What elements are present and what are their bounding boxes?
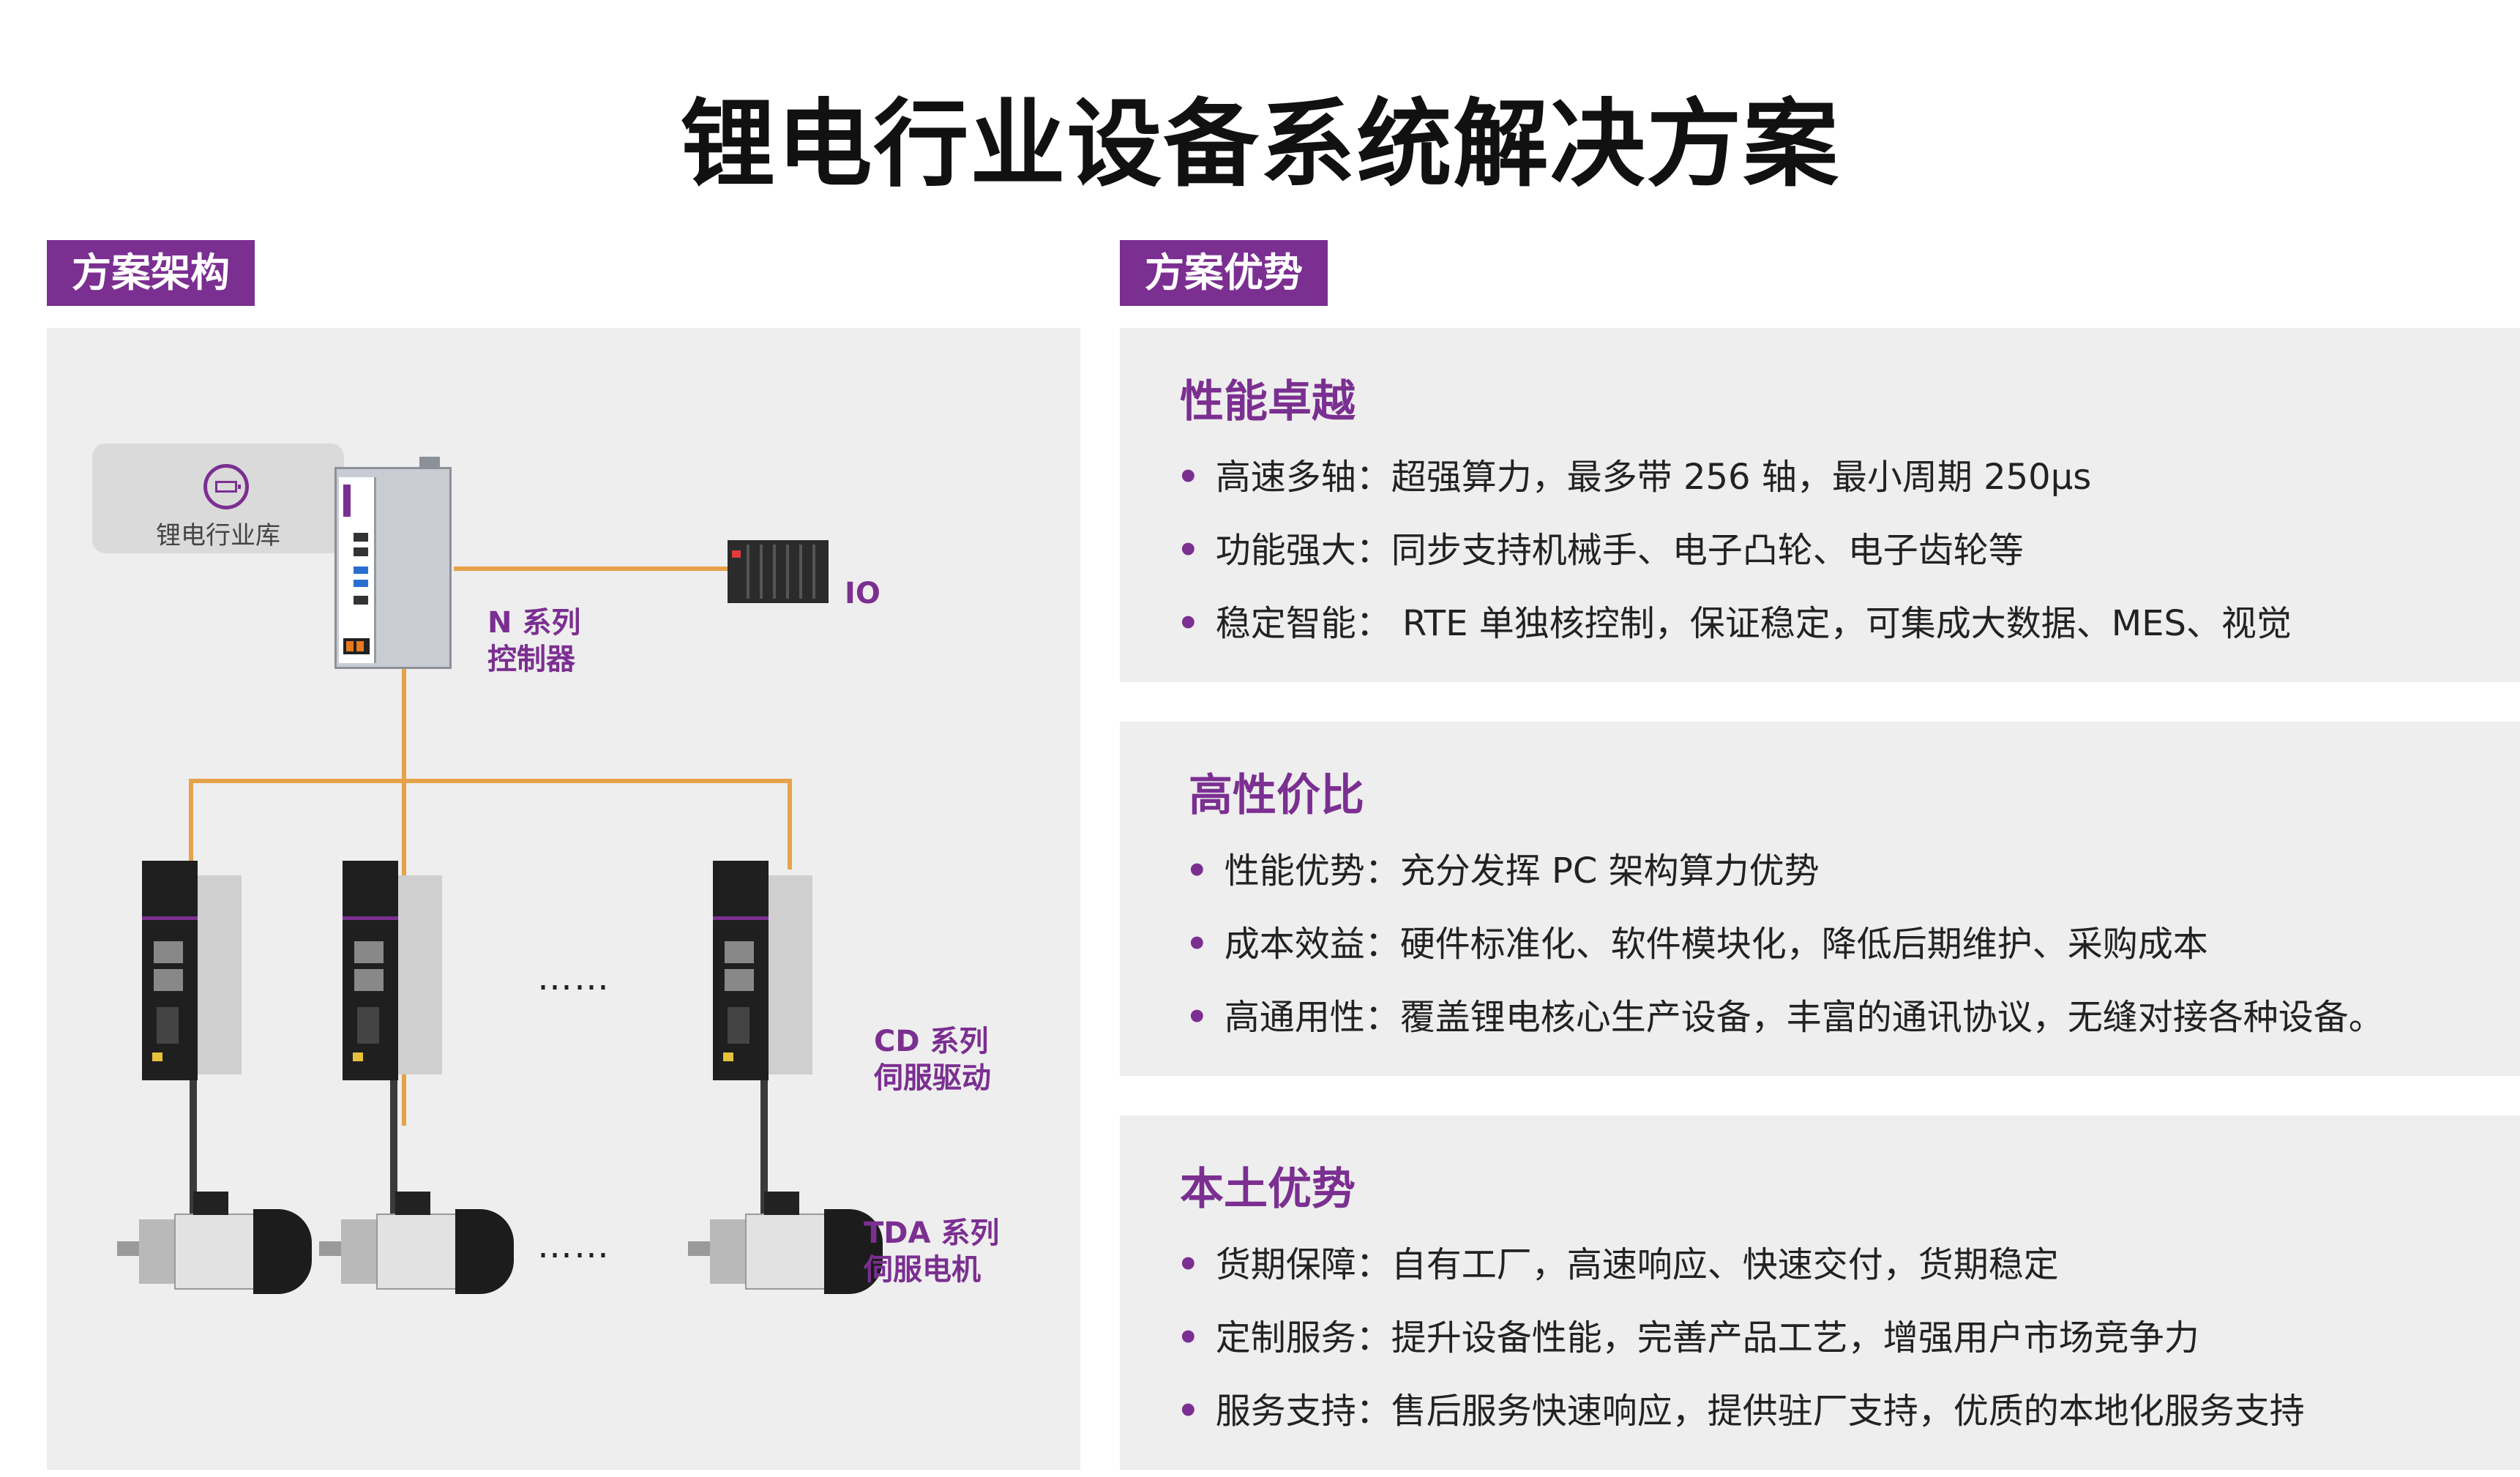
- library-bubble: 锂电行业库: [92, 444, 344, 553]
- architecture-tag: 方案架构: [47, 240, 255, 306]
- battery-icon: [203, 464, 249, 509]
- servo-motor-1: [117, 1192, 315, 1295]
- controller-io-link: [454, 567, 776, 571]
- servo-motor-3: [688, 1192, 886, 1295]
- servo-drive-1: [142, 861, 242, 1080]
- controller-label-type: 控制器: [487, 643, 575, 676]
- advantage-card-local: 本土优势 •货期保障：自有工厂，高速响应、快速交付，货期稳定 •定制服务：提升设…: [1120, 1115, 2520, 1470]
- controller-label-series: N 系列: [487, 606, 581, 640]
- drive-3-motor-cable: [760, 1080, 768, 1227]
- advantage-card-cost: 高性价比 •性能优势：充分发挥 PC 架构算力优势 •成本效益：硬件标准化、软件…: [1120, 722, 2520, 1076]
- drive-label-type: 伺服驱动: [874, 1061, 991, 1095]
- advantage-title: 性能卓越: [1180, 376, 1356, 427]
- servo-drive-3: [713, 861, 812, 1080]
- page-title: 锂电行业设备系统解决方案: [680, 89, 1840, 200]
- io-module: [728, 540, 829, 603]
- motor-label-series: TDA 系列: [864, 1216, 1000, 1250]
- advantage-item: •高速多轴：超强算力，最多带 256 轴，最小周期 250μs: [1177, 457, 2092, 498]
- advantage-card-performance: 性能卓越 •高速多轴：超强算力，最多带 256 轴，最小周期 250μs •功能…: [1120, 328, 2520, 682]
- architecture-panel: 锂电行业库 N 系列 控制器 IO: [47, 328, 1080, 1470]
- advantage-item: •服务支持：售后服务快速响应，提供驻厂支持，优质的本地化服务支持: [1177, 1391, 2305, 1432]
- drive-label-series: CD 系列: [874, 1025, 989, 1058]
- drive-bus-line: [189, 779, 792, 783]
- motor-label: TDA 系列 伺服电机: [864, 1215, 999, 1288]
- advantage-title: 高性价比: [1189, 770, 1364, 821]
- controller-device: [334, 457, 452, 669]
- drive-1-drop-line: [189, 779, 193, 870]
- advantage-item: •高通用性：覆盖锂电核心生产设备，丰富的通讯协议，无缝对接各种设备。: [1186, 997, 2384, 1038]
- controller-label: N 系列 控制器: [487, 605, 580, 678]
- advantage-item: •性能优势：充分发挥 PC 架构算力优势: [1186, 850, 1820, 891]
- drive-1-motor-cable: [190, 1080, 197, 1227]
- motor-ellipsis: ……: [537, 1225, 610, 1266]
- advantage-item: •定制服务：提升设备性能，完善产品工艺，增强用户市场竞争力: [1177, 1317, 2199, 1358]
- advantage-item: •稳定智能： RTE 单独核控制，保证稳定，可集成大数据、MES、视觉: [1177, 603, 2292, 644]
- io-label: IO: [845, 577, 880, 610]
- drive-3-drop-line: [788, 779, 792, 870]
- servo-drive-2: [343, 861, 442, 1080]
- servo-motor-2: [319, 1192, 517, 1295]
- advantages-tag: 方案优势: [1120, 240, 1328, 306]
- drive-label: CD 系列 伺服驱动: [874, 1023, 991, 1096]
- advantage-item: •功能强大：同步支持机械手、电子凸轮、电子齿轮等: [1177, 530, 2024, 571]
- advantage-item: •成本效益：硬件标准化、软件模块化，降低后期维护、采购成本: [1186, 924, 2208, 965]
- drive-ellipsis: ……: [537, 957, 610, 998]
- advantage-item: •货期保障：自有工厂，高速响应、快速交付，货期稳定: [1177, 1244, 2059, 1285]
- library-label: 锂电行业库: [156, 521, 280, 550]
- advantage-title: 本土优势: [1180, 1164, 1356, 1215]
- drive-2-motor-cable: [390, 1080, 397, 1227]
- motor-label-type: 伺服电机: [864, 1253, 981, 1287]
